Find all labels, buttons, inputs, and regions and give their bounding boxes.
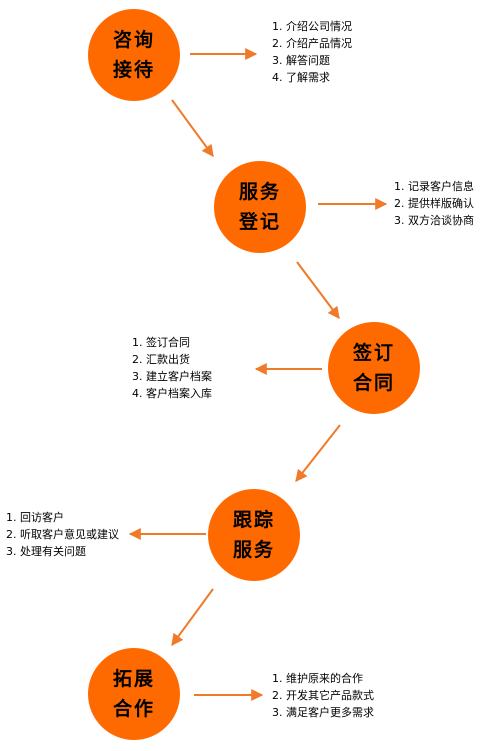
- list-expand-cooperation: 1. 维护原来的合作 2. 开发其它产品款式 3. 满足客户更多需求: [272, 670, 374, 721]
- arrow-step3-to-step4: [295, 424, 341, 482]
- list-service-registration: 1. 记录客户信息 2. 提供样版确认 3. 双方洽谈协商: [394, 178, 474, 229]
- arrow-step1-to-step2: [171, 99, 214, 157]
- list-follow-up-service: 1. 回访客户 2. 听取客户意见或建议 3. 处理有关问题: [6, 509, 119, 560]
- arrow-step4-to-step5: [171, 588, 214, 646]
- list-item: 1. 回访客户: [6, 511, 64, 524]
- list-consult-reception: 1. 介绍公司情况 2. 介绍产品情况 3. 解答问题 4. 了解需求: [272, 18, 352, 86]
- node-label-line2: 服务: [232, 539, 275, 561]
- node-label-line2: 合作: [112, 698, 155, 720]
- list-item: 3. 满足客户更多需求: [272, 706, 374, 719]
- node-label-line1: 服务: [238, 181, 281, 203]
- list-item: 1. 签订合同: [132, 336, 190, 349]
- list-item: 1. 维护原来的合作: [272, 672, 363, 685]
- list-item: 3. 解答问题: [272, 54, 330, 67]
- node-consult-reception: 咨询 接待: [88, 9, 180, 101]
- list-item: 3. 建立客户档案: [132, 370, 212, 383]
- list-item: 3. 双方洽谈协商: [394, 214, 474, 227]
- node-label-line2: 接待: [112, 59, 155, 81]
- node-label-line1: 咨询: [112, 29, 155, 51]
- list-item: 2. 介绍产品情况: [272, 37, 352, 50]
- list-item: 4. 了解需求: [272, 71, 330, 84]
- list-item: 3. 处理有关问题: [6, 545, 86, 558]
- node-label-line2: 登记: [238, 211, 281, 233]
- list-sign-contract: 1. 签订合同 2. 汇款出货 3. 建立客户档案 4. 客户档案入库: [132, 334, 212, 402]
- node-label-line1: 签订: [352, 342, 395, 364]
- node-label-line1: 拓展: [112, 668, 155, 690]
- list-item: 1. 记录客户信息: [394, 180, 474, 193]
- list-item: 4. 客户档案入库: [132, 387, 212, 400]
- list-item: 2. 听取客户意见或建议: [6, 528, 119, 541]
- node-sign-contract: 签订 合同: [328, 322, 420, 414]
- node-expand-cooperation: 拓展 合作: [88, 648, 180, 740]
- list-item: 2. 开发其它产品款式: [272, 689, 374, 702]
- node-follow-up-service: 跟踪 服务: [208, 489, 300, 581]
- node-service-registration: 服务 登记: [214, 161, 306, 253]
- list-item: 2. 提供样版确认: [394, 197, 474, 210]
- list-item: 2. 汇款出货: [132, 353, 190, 366]
- node-label-line2: 合同: [352, 372, 395, 394]
- list-item: 1. 介绍公司情况: [272, 20, 352, 33]
- arrow-step2-to-step3: [296, 261, 340, 319]
- node-label-line1: 跟踪: [232, 509, 275, 531]
